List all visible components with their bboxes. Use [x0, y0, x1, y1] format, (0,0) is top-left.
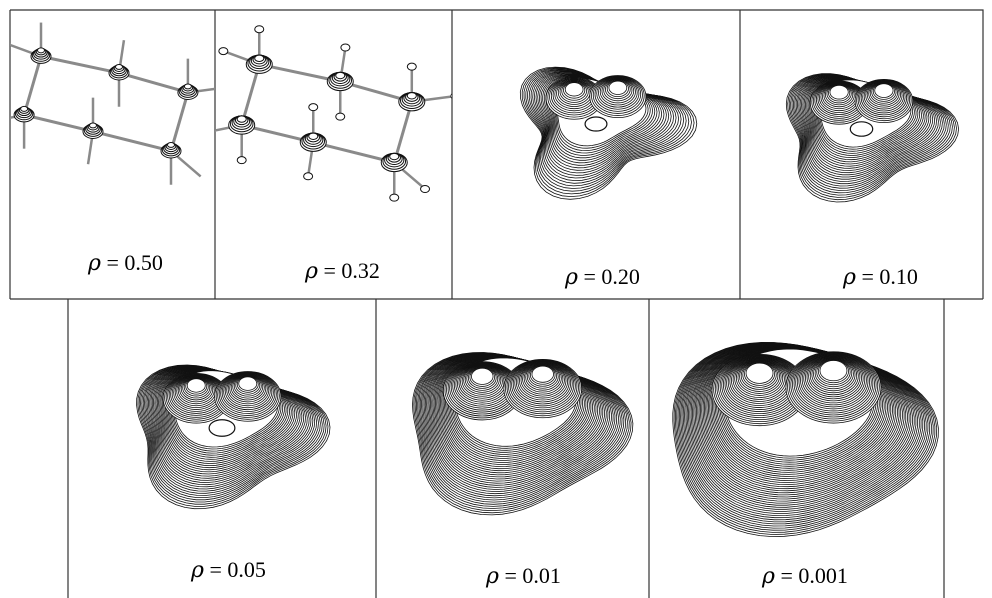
panel-rho-0-05: ρ = 0.05	[68, 299, 376, 598]
density-value: = 0.50	[100, 250, 163, 275]
density-value: = 0.01	[498, 563, 561, 588]
panel-rho-0-20: ρ = 0.20	[452, 10, 740, 299]
density-value: = 0.001	[774, 563, 848, 588]
rho-symbol: ρ	[191, 558, 204, 583]
rho-symbol: ρ	[565, 265, 578, 290]
panel-rho-0-001: ρ = 0.001	[649, 299, 944, 598]
density-value: = 0.10	[855, 264, 918, 289]
density-value: = 0.20	[577, 264, 640, 289]
density-label: ρ = 0.05	[191, 557, 266, 583]
isosurface-contours	[785, 73, 960, 203]
isosurface-contours	[136, 364, 331, 510]
rho-symbol: ρ	[88, 251, 101, 276]
density-label: ρ = 0.001	[762, 563, 848, 589]
rho-symbol: ρ	[843, 265, 856, 290]
density-value: = 0.32	[317, 258, 380, 283]
panel-rho-0-01: ρ = 0.01	[376, 299, 649, 598]
rho-symbol: ρ	[762, 564, 775, 589]
molecule-ball-and-stick-small	[10, 22, 215, 185]
panel-rho-0-50: ρ = 0.50	[10, 10, 215, 299]
isosurface-contours	[519, 66, 698, 200]
density-value: = 0.05	[203, 557, 266, 582]
density-label: ρ = 0.32	[305, 258, 380, 284]
density-label: ρ = 0.10	[843, 264, 918, 290]
isosurface-contours	[672, 341, 939, 538]
panel-rho-0-32: ρ = 0.32	[215, 10, 452, 299]
isosurface-contours	[412, 352, 634, 516]
density-label: ρ = 0.01	[486, 563, 561, 589]
rho-symbol: ρ	[486, 564, 499, 589]
molecule-ball-and-stick	[215, 25, 452, 202]
density-label: ρ = 0.20	[565, 264, 640, 290]
panel-rho-0-10: ρ = 0.10	[740, 10, 983, 299]
rho-symbol: ρ	[305, 259, 318, 284]
density-label: ρ = 0.50	[88, 250, 163, 276]
